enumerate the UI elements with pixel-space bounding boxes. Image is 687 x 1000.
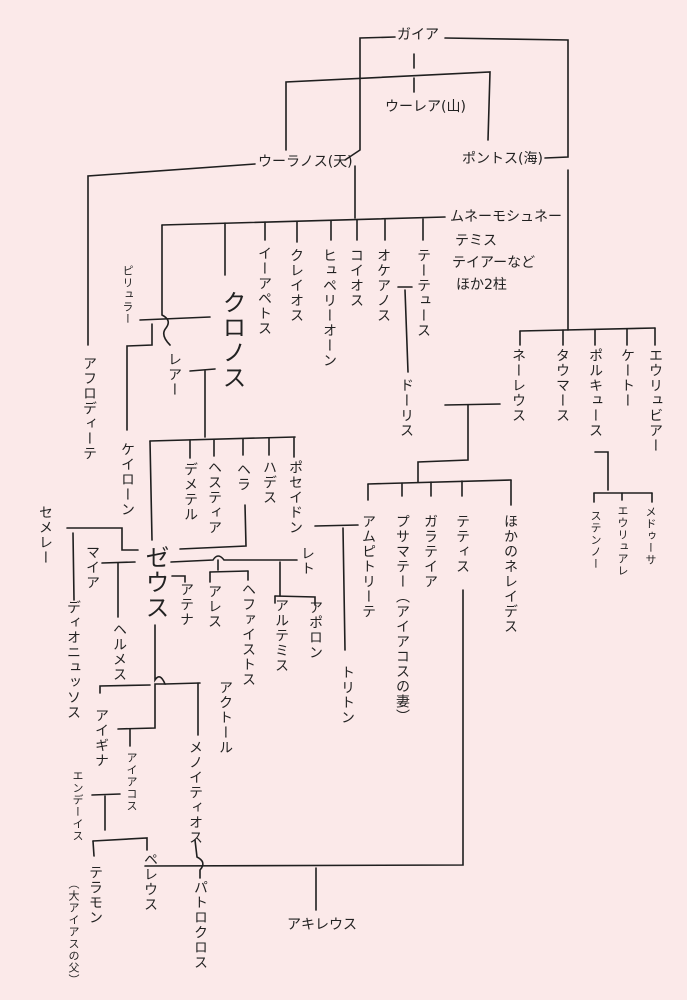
node-semele: セメレー bbox=[37, 505, 53, 565]
node-artemis: アルテミス bbox=[273, 598, 289, 673]
node-leto: レト bbox=[299, 546, 315, 576]
node-eurybia: エウリュビアー bbox=[647, 348, 663, 453]
node-keto: ケートー bbox=[619, 348, 635, 408]
node-theia: テイアーなど bbox=[452, 255, 536, 271]
node-iapetos: イーアペトス bbox=[256, 246, 272, 336]
node-demeter: デメテル bbox=[182, 462, 198, 522]
node-euryale: エウリュアレ bbox=[616, 505, 629, 577]
node-ouranos: ウーラノス(天) bbox=[258, 154, 353, 170]
node-athena: アテナ bbox=[178, 582, 194, 627]
node-medusa: メドゥーサ bbox=[644, 506, 657, 566]
node-galateia: ガラテイア bbox=[422, 514, 438, 589]
node-others2: ほか2柱 bbox=[456, 277, 507, 293]
node-aiakos: アイアコス bbox=[125, 752, 138, 812]
node-peleus: ペレウス bbox=[142, 852, 158, 912]
node-doris: ドーリス bbox=[398, 378, 414, 438]
node-tethys: テーテュース bbox=[415, 248, 431, 338]
node-zeus: ゼウス bbox=[141, 545, 169, 620]
node-triton: トリトン bbox=[339, 665, 355, 725]
node-gaia: ガイア bbox=[397, 27, 439, 43]
node-koios: コイオス bbox=[348, 248, 364, 308]
node-aktor: アクトール bbox=[217, 680, 233, 755]
node-stheno: ステンノー bbox=[589, 510, 602, 570]
node-thetis: テティス bbox=[454, 514, 470, 574]
node-kronos: クロノス bbox=[218, 290, 246, 390]
node-philyra: ピリュラー bbox=[121, 265, 134, 325]
node-chiron: ケイローン bbox=[119, 442, 135, 517]
node-psamathe: プサマテー（アイアコスの妻） bbox=[394, 514, 410, 724]
node-hephaistos: ヘファイストス bbox=[240, 582, 256, 687]
node-hermes: ヘルメス bbox=[111, 622, 127, 682]
node-hyperion: ヒュペリーオーン bbox=[321, 248, 337, 368]
node-amphitrite: アムピトリーテ bbox=[360, 514, 376, 619]
node-ourea: ウーレア(山) bbox=[385, 99, 466, 115]
node-ares: アレス bbox=[206, 584, 222, 629]
node-telamon: テラモン bbox=[87, 865, 103, 925]
node-nereus: ネーレウス bbox=[510, 348, 526, 423]
node-maia: マイア bbox=[84, 545, 100, 590]
node-thaumas: タウマース bbox=[554, 348, 570, 423]
node-poseidon: ポセイドン bbox=[287, 460, 303, 535]
node-kreios: クレイオス bbox=[288, 248, 304, 323]
node-hestia: ヘスティア bbox=[206, 460, 222, 535]
node-achilleus: アキレウス bbox=[287, 917, 357, 933]
node-patroklos: パトロクロス bbox=[192, 880, 208, 970]
node-dionysos: ディオニュッソス bbox=[65, 600, 81, 720]
node-telamon-note: （大アイアスの父） bbox=[67, 878, 80, 986]
node-hera: ヘラ bbox=[235, 462, 251, 492]
node-hades: ハデス bbox=[261, 460, 277, 505]
node-aigina: アイギナ bbox=[93, 708, 109, 768]
node-aphrodite: アフロディーテ bbox=[81, 356, 97, 461]
node-nereides: ほかのネレイデス bbox=[502, 514, 518, 634]
node-menoitios: メノイティオス bbox=[187, 740, 203, 845]
node-apollon: アポロン bbox=[307, 600, 323, 660]
node-rhea: レアー bbox=[166, 352, 182, 397]
node-okeanos: オケアノス bbox=[375, 248, 391, 323]
node-endeis: エンデーイス bbox=[71, 770, 84, 842]
node-mnemosyne: ムネーモシュネー bbox=[450, 209, 562, 225]
node-pontos: ポントス(海) bbox=[462, 151, 543, 167]
node-themis: テミス bbox=[455, 233, 497, 249]
node-phorkys: ポルキュース bbox=[587, 348, 603, 438]
